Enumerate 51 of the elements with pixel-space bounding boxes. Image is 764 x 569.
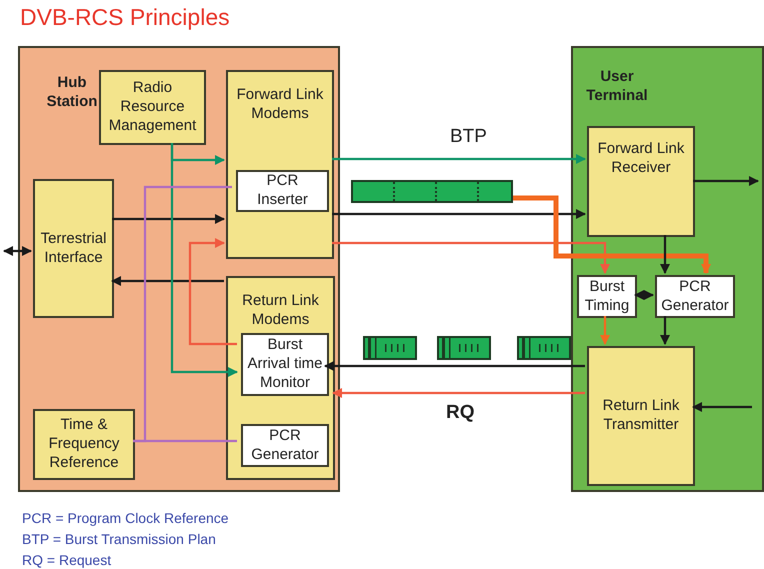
connector-line xyxy=(133,440,237,442)
panel-title: User Terminal xyxy=(585,68,649,106)
process-box xyxy=(33,179,114,318)
box-label: Return Link Modems xyxy=(241,292,320,330)
sub-module-box xyxy=(241,333,329,396)
box-label: Forward Link Modems xyxy=(236,86,324,124)
process-box xyxy=(33,409,135,480)
box-label: PCR Inserter xyxy=(256,172,309,210)
arrow xyxy=(111,276,224,286)
arrow xyxy=(332,242,610,274)
box-label: Burst Arrival time Monitor xyxy=(246,336,324,393)
diagram-title: DVB-RCS Principles xyxy=(20,3,230,32)
process-box xyxy=(226,70,334,259)
arrow xyxy=(332,154,586,164)
arrow xyxy=(324,361,585,371)
footnote: BTP = Burst Transmission Plan xyxy=(22,530,217,549)
station-panel xyxy=(571,46,764,492)
arrow xyxy=(112,214,225,224)
arrow xyxy=(634,290,654,300)
arrow xyxy=(660,316,670,345)
arrow xyxy=(332,388,585,398)
arrow xyxy=(332,209,586,219)
box-label: Radio Resource Management xyxy=(108,79,198,136)
arrow xyxy=(600,316,610,345)
box-label: Time & Frequency Reference xyxy=(48,416,120,473)
arrow xyxy=(693,176,759,186)
footnote: PCR = Program Clock Reference xyxy=(22,509,229,528)
arrow xyxy=(170,143,238,377)
box-label: Terrestrial Interface xyxy=(40,230,108,268)
process-box xyxy=(226,276,335,480)
arrow xyxy=(188,238,237,346)
process-box xyxy=(587,126,695,237)
footnote: RQ = Request xyxy=(22,551,112,569)
sub-module-box xyxy=(577,275,637,318)
panel-title: Hub Station xyxy=(46,74,98,112)
arrow xyxy=(3,246,32,256)
arrow xyxy=(692,402,752,412)
arrow xyxy=(513,196,711,274)
arrow xyxy=(660,235,670,274)
process-box xyxy=(99,70,206,145)
box-label: Return Link Transmitter xyxy=(602,397,680,435)
station-panel xyxy=(18,46,340,492)
box-label: PCR Generator xyxy=(660,278,730,316)
burst-strip xyxy=(351,180,513,203)
process-box xyxy=(587,346,695,486)
sub-module-box xyxy=(241,424,329,467)
box-label: PCR Generator xyxy=(250,426,320,464)
box-label: Burst Timing xyxy=(584,278,630,316)
sub-module-box xyxy=(236,170,329,212)
edge-label: RQ xyxy=(444,402,476,425)
box-label: Forward Link Receiver xyxy=(596,140,686,178)
